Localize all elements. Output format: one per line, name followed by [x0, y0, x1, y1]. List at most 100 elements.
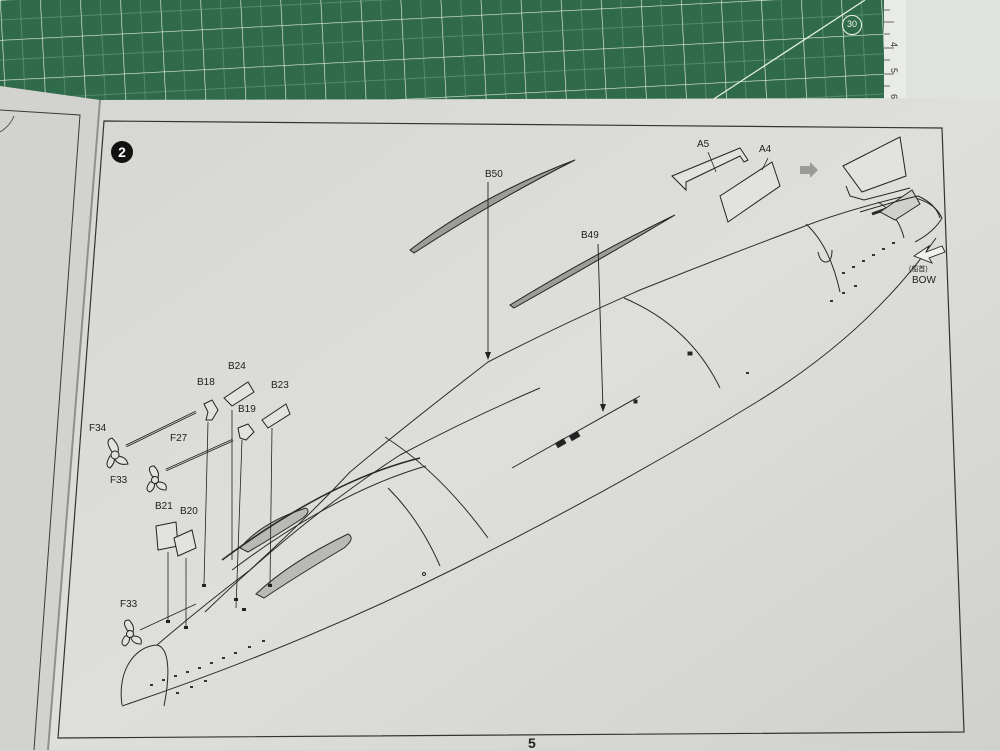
hull-nose-cap — [120, 644, 169, 707]
flood-hole — [222, 657, 225, 659]
left-page-drawing-fragment — [0, 115, 15, 133]
flood-hole — [210, 662, 213, 664]
table-surface — [906, 0, 1000, 112]
page-frame — [57, 120, 965, 739]
attachment-point — [202, 584, 206, 587]
attachment-point — [184, 626, 188, 629]
propeller-blade — [121, 635, 130, 647]
assembly-arrow — [800, 162, 818, 178]
mat-ruler-strip — [884, 0, 906, 112]
attachment-point — [242, 608, 246, 611]
label-b24: B24 — [228, 361, 246, 372]
deck-detail-mark — [633, 399, 638, 404]
label-a4: A4 — [759, 144, 772, 155]
hull-casing-line — [204, 387, 541, 613]
sail-assembled-view — [842, 136, 907, 193]
part-b21-plate — [155, 521, 179, 551]
flood-hole — [842, 272, 845, 274]
flood-hole — [830, 300, 833, 302]
flood-hole — [248, 646, 251, 648]
flood-hole — [150, 684, 153, 686]
leader-b23 — [269, 427, 273, 585]
flood-hole — [262, 640, 265, 642]
hull-seam-forward-1 — [384, 436, 489, 539]
flood-hole — [198, 667, 201, 669]
stern-cone — [904, 195, 943, 243]
hull-seam-forward-2 — [387, 487, 441, 567]
shaft-lower-highlight — [165, 439, 234, 471]
propeller-hub — [110, 450, 120, 460]
part-b18-bracket — [203, 399, 219, 421]
flood-hole — [190, 686, 193, 688]
attachment-point — [268, 584, 272, 587]
leader-b19 — [235, 439, 243, 609]
deck-detail-mark — [687, 351, 693, 356]
label-bow: BOW — [912, 275, 936, 286]
part-b24-fin — [223, 381, 255, 407]
leader-a4 — [761, 157, 769, 171]
propeller-hub — [151, 476, 159, 484]
hull-groove-2 — [231, 465, 427, 571]
propeller-blade — [146, 481, 155, 493]
label-f27: F27 — [170, 433, 188, 444]
label-f34: F34 — [89, 423, 107, 434]
propeller-blade — [107, 437, 119, 453]
flood-hole — [174, 675, 177, 677]
left-page — [0, 86, 100, 750]
ruler-digit: 4 — [889, 41, 900, 48]
hull-opening-lower — [255, 533, 352, 599]
sail-base-outline — [845, 185, 911, 201]
flood-hole — [842, 292, 845, 294]
attachment-points — [166, 584, 272, 629]
part-b50-strip — [409, 159, 576, 254]
hull-bottom-edge — [121, 237, 937, 707]
label-b20: B20 — [180, 506, 198, 517]
leader-arrowhead — [485, 352, 491, 360]
label-a5: A5 — [697, 139, 710, 150]
propeller-f34 — [106, 437, 129, 469]
part-a4-panel — [719, 161, 781, 223]
flood-hole — [186, 671, 189, 673]
label-b21: B21 — [155, 501, 173, 512]
sail-hull-fragment — [859, 195, 941, 219]
flood-hole — [892, 242, 895, 244]
main-page — [48, 98, 1000, 750]
label-bow-chinese: (船首) — [909, 266, 928, 273]
label-b49: B49 — [581, 230, 599, 241]
flood-hole — [882, 248, 885, 250]
flood-hole — [746, 372, 749, 374]
cutting-mat — [0, 0, 884, 112]
label-b23: B23 — [271, 380, 289, 391]
part-b20-plate — [173, 529, 197, 557]
label-b19: B19 — [238, 404, 256, 415]
flood-hole — [162, 679, 165, 681]
label-f33-lower: F33 — [120, 599, 138, 610]
part-a5-bracket — [671, 147, 749, 192]
deck-detail-mark — [568, 431, 581, 442]
label-f33-upper: F33 — [110, 475, 128, 486]
shaft-f27-upper-highlight — [125, 411, 197, 447]
escape-hatch-mark — [817, 249, 833, 263]
flood-hole — [234, 652, 237, 654]
flood-holes — [150, 242, 895, 694]
hull-seam-aft — [805, 223, 841, 293]
ruler-digit: 6 — [889, 93, 900, 100]
propeller-blade — [148, 465, 159, 479]
hull-screw-hole — [422, 572, 426, 576]
bow-arrow-icon — [913, 244, 946, 264]
submarine-hull — [120, 189, 943, 707]
ruler-circle-number: 30 — [842, 15, 862, 35]
attachment-point — [166, 620, 170, 623]
leader-b18 — [203, 421, 209, 585]
part-b19-bracket — [237, 423, 255, 441]
flood-hole — [204, 680, 207, 682]
leader-a5 — [707, 151, 717, 173]
label-b18: B18 — [197, 377, 215, 388]
propeller-hub — [126, 630, 134, 638]
part-b49-strip — [509, 214, 676, 309]
hull-opening-upper — [239, 507, 309, 553]
hull-seam-mid — [623, 297, 721, 389]
flood-hole — [872, 254, 875, 256]
propeller-blade — [155, 481, 167, 491]
